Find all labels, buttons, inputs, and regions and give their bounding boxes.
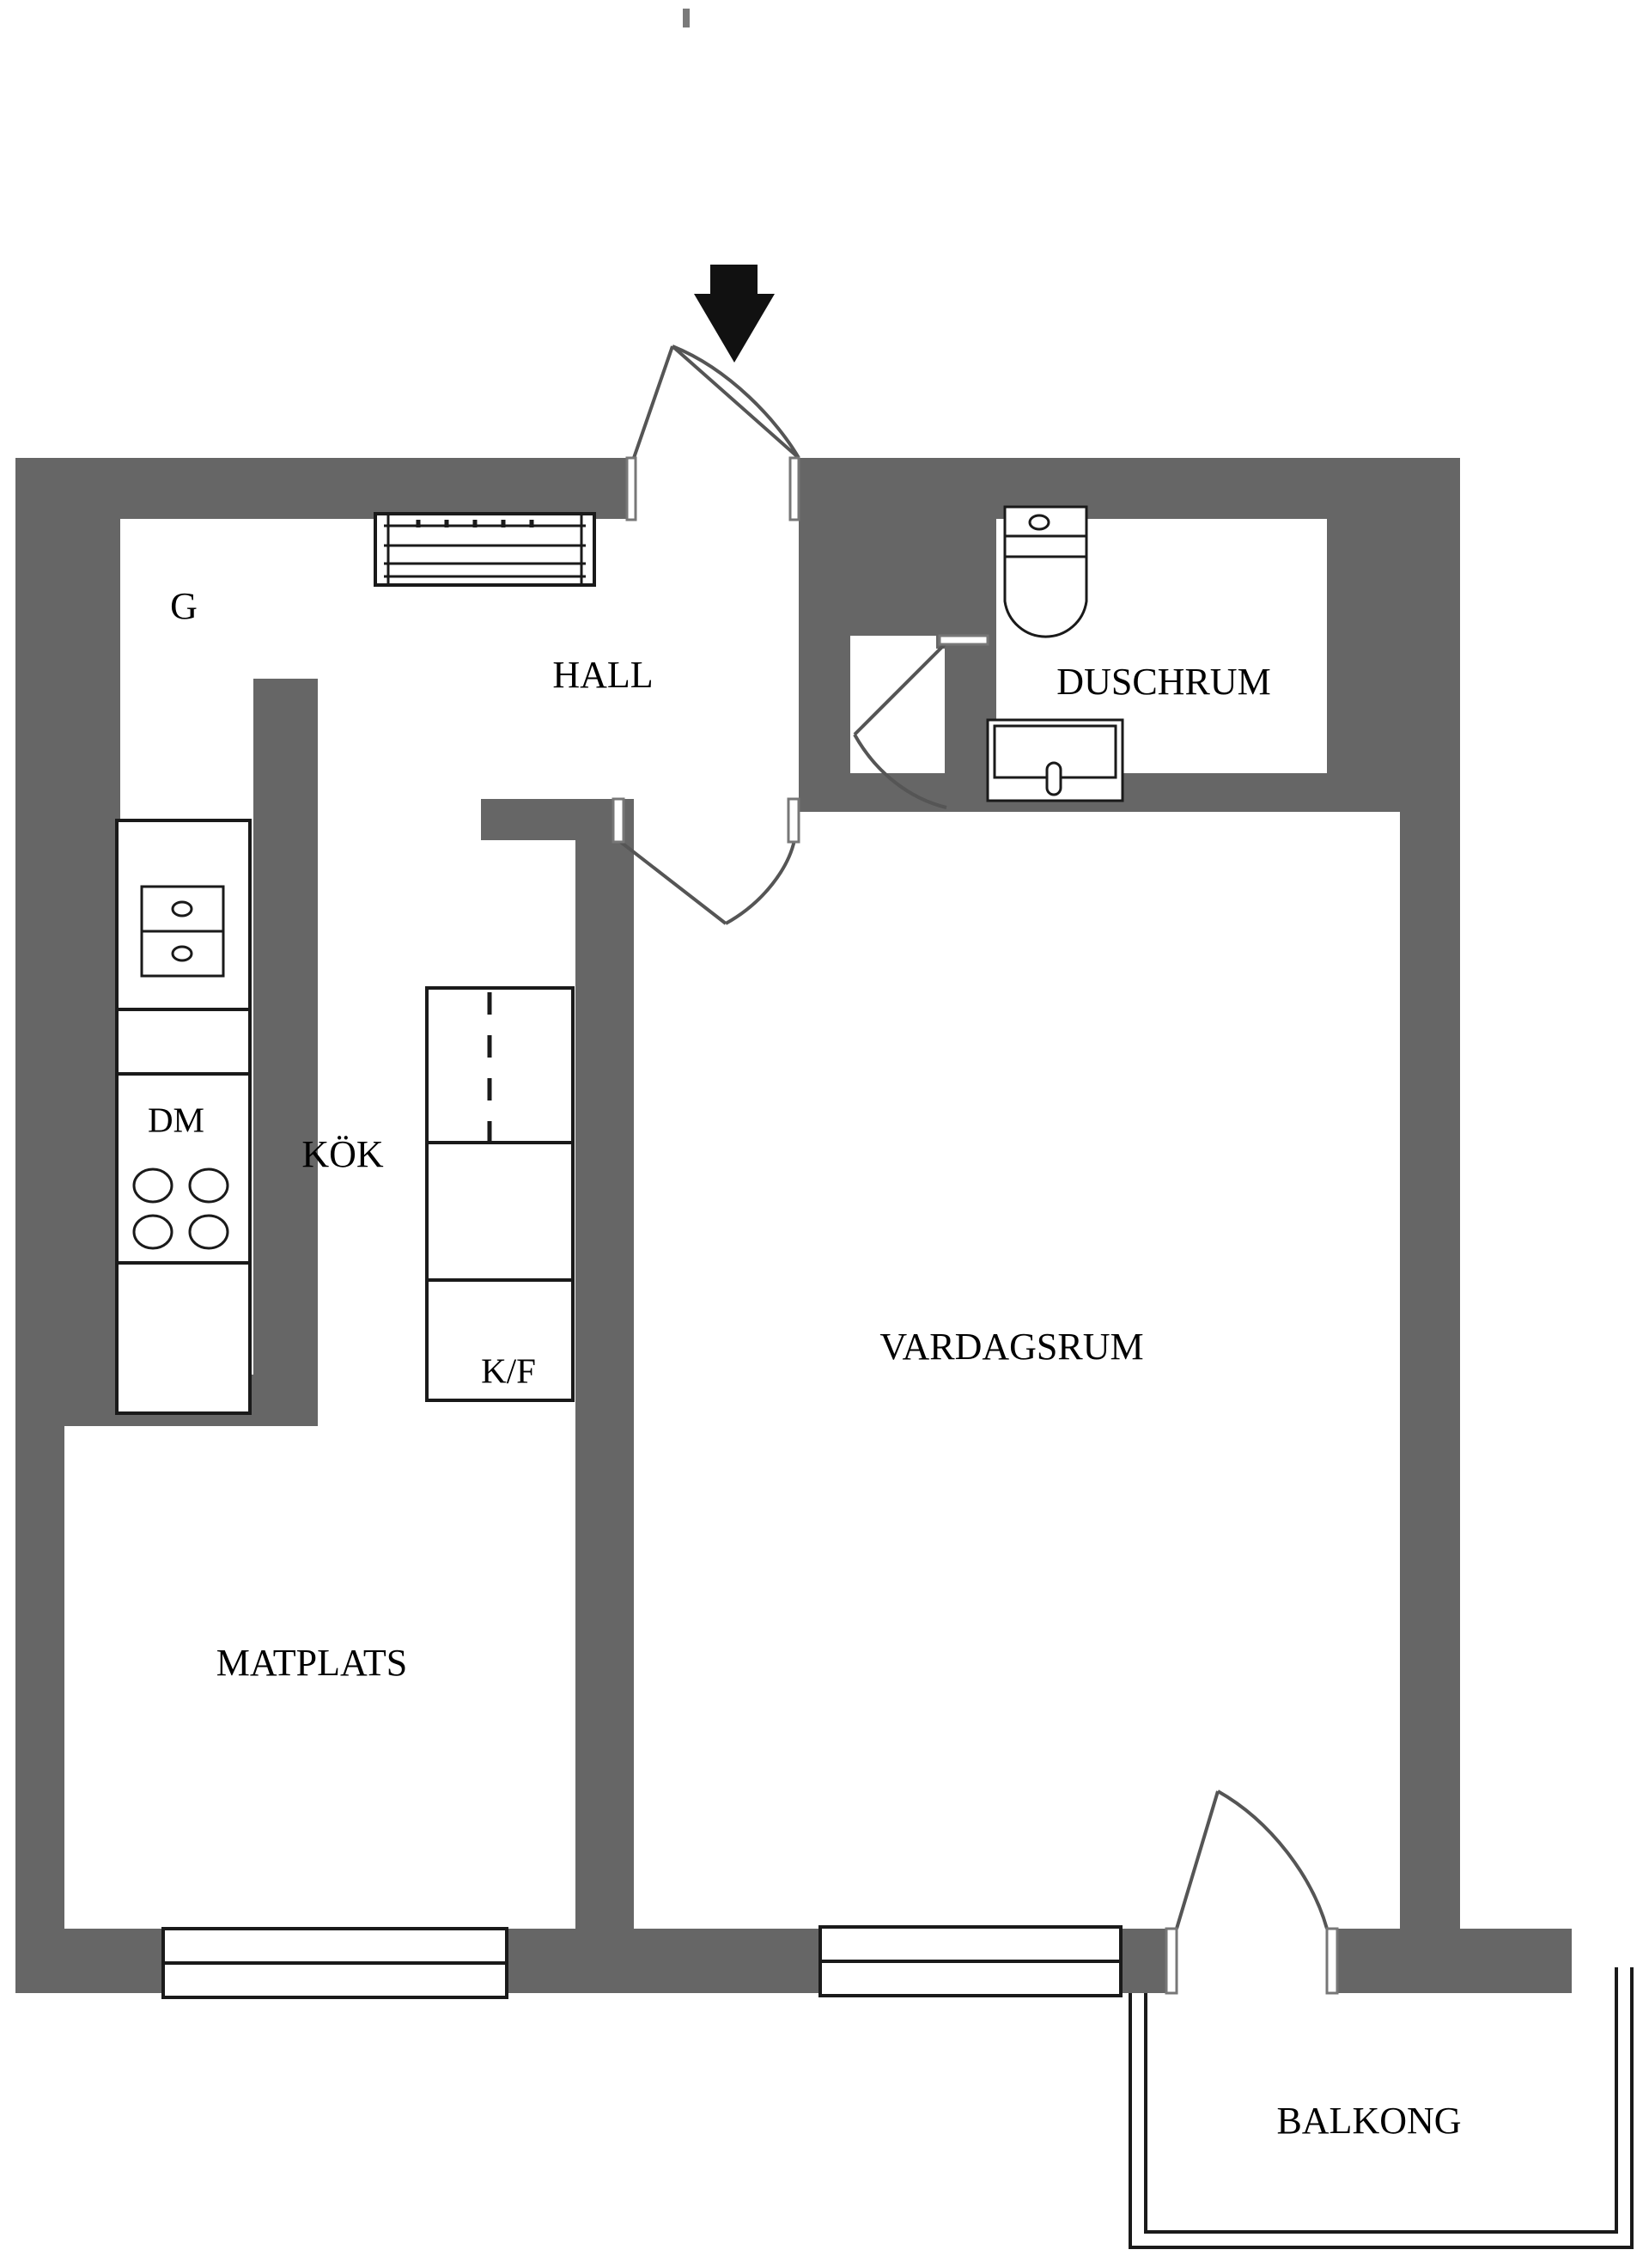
- wardrobe-hanger-ticks: [416, 520, 534, 527]
- wall-bathroom-left: [945, 519, 996, 799]
- wall-garderob-right: [253, 679, 318, 1426]
- room-label-balkong: BALKONG: [1276, 2100, 1461, 2142]
- balcony-door-jamb-right: [1325, 1927, 1339, 1995]
- wall-top-hall-left: [120, 458, 634, 519]
- window-matplats: [161, 1927, 508, 1999]
- balcony-door-jamb-left: [1165, 1927, 1178, 1995]
- wall-bathroom-bottom: [799, 773, 1460, 812]
- entrance-door-jamb-left: [625, 456, 637, 521]
- bathroom-door-jamb: [938, 634, 989, 646]
- entrance-door[interactable]: [625, 344, 800, 521]
- stove-four-burner: [132, 1168, 229, 1250]
- room-label-kok: KÖK: [301, 1133, 384, 1175]
- openings: [161, 9, 1339, 1999]
- toilet-wc: [1003, 505, 1088, 638]
- kitchen-sink-double: [140, 885, 225, 978]
- fixture-label-dm: DM: [148, 1100, 204, 1139]
- fridge-freezer-column: [425, 986, 575, 1402]
- balcony-railing: [1129, 1967, 1634, 2249]
- bathroom-door[interactable]: [853, 634, 989, 809]
- room-label-duschrum: DUSCHRUM: [1056, 661, 1270, 703]
- hall-wardrobe: [374, 512, 596, 587]
- wall-bottom-right: [1327, 1929, 1572, 1993]
- fixtures: [115, 505, 1634, 2249]
- wall-exterior-left: [15, 458, 120, 1929]
- entrance-direction-arrow: [694, 265, 775, 363]
- registration-tick-mark: [683, 9, 690, 27]
- room-label-vardagsrum: VARDAGSRUM: [879, 1326, 1143, 1368]
- livingroom-door-jamb-left: [612, 797, 625, 844]
- room-label-hall: HALL: [552, 654, 653, 696]
- wall-exterior-right: [1400, 812, 1460, 1929]
- fixture-labels: DM K/F: [148, 1100, 536, 1390]
- kitchen-cabinet-run: [115, 819, 252, 1415]
- fixture-label-kf: K/F: [481, 1350, 536, 1390]
- room-label-matplats: MATPLATS: [216, 1642, 408, 1684]
- room-label-garderob: G: [170, 585, 198, 627]
- balcony-door[interactable]: [1165, 1789, 1339, 1995]
- wall-divider-central: [575, 799, 634, 1993]
- bathroom-vanity-sink: [986, 718, 1124, 802]
- wall-hall-bathroom: [799, 468, 867, 519]
- entrance-door-jamb-right: [788, 456, 800, 521]
- room-labels: G HALL DUSCHRUM KÖK VARDAGSRUM MATPLATS …: [170, 585, 1461, 2142]
- window-vardagsrum: [818, 1925, 1123, 1997]
- livingroom-door-jamb-right: [787, 797, 800, 844]
- livingroom-door[interactable]: [612, 797, 800, 925]
- wall-bathroom-right: [1327, 458, 1460, 812]
